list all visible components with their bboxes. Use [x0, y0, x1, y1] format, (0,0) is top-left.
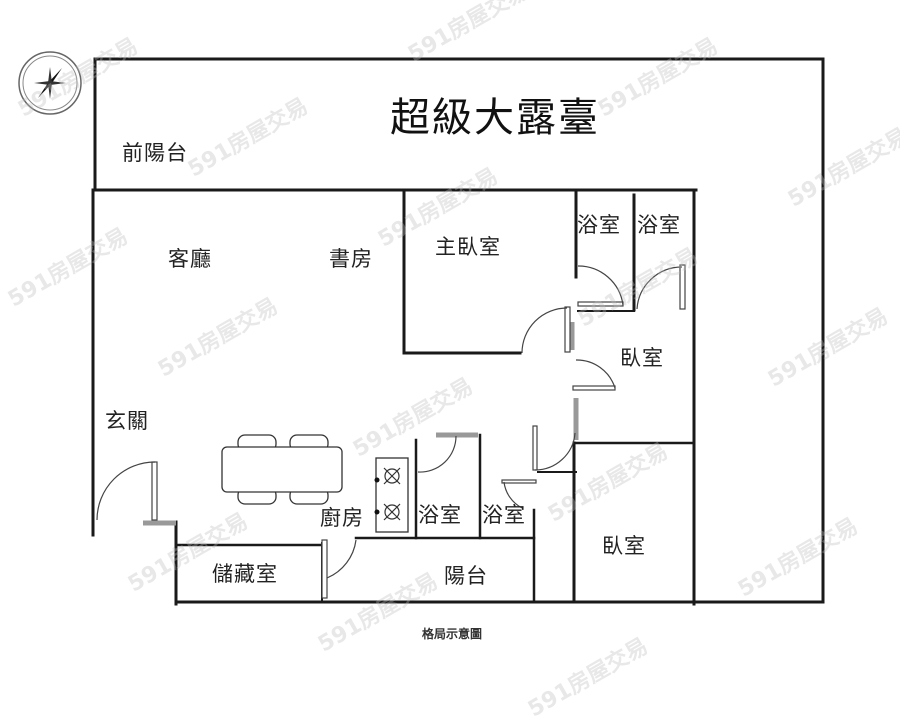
floor-plan-drawing	[18, 51, 825, 606]
room-label-storage: 儲藏室	[212, 562, 278, 586]
room-label-super-terrace: 超級大露臺	[390, 95, 600, 141]
room-label-living-room: 客廳	[168, 247, 212, 271]
door-openings	[143, 322, 579, 526]
room-label-bedroom-1: 臥室	[620, 346, 664, 370]
room-label-entrance: 玄關	[105, 409, 149, 433]
room-label-master-bedroom: 主臥室	[435, 235, 501, 259]
room-label-bathroom-2: 浴室	[637, 213, 681, 237]
plan-caption: 格局示意圖	[422, 627, 483, 641]
room-label-study: 書房	[329, 247, 373, 271]
dining-table-icon	[221, 434, 343, 505]
compass-icon	[18, 51, 82, 115]
stove-icon	[374, 457, 409, 533]
room-label-bathroom-3: 浴室	[418, 503, 462, 527]
room-label-bathroom-4: 浴室	[482, 503, 526, 527]
room-label-front-balcony: 前陽台	[122, 141, 188, 165]
floor-plan: 超級大露臺 前陽台 客廳 書房 主臥室 浴室 浴室 臥室 玄關 廚房 浴室 浴室…	[4, 0, 900, 722]
walls	[91, 57, 825, 606]
room-label-bedroom-2: 臥室	[602, 534, 646, 558]
doors	[96, 264, 686, 599]
room-label-kitchen: 廚房	[320, 506, 364, 530]
room-label-balcony: 陽台	[444, 564, 488, 588]
room-label-bathroom-1: 浴室	[577, 213, 621, 237]
